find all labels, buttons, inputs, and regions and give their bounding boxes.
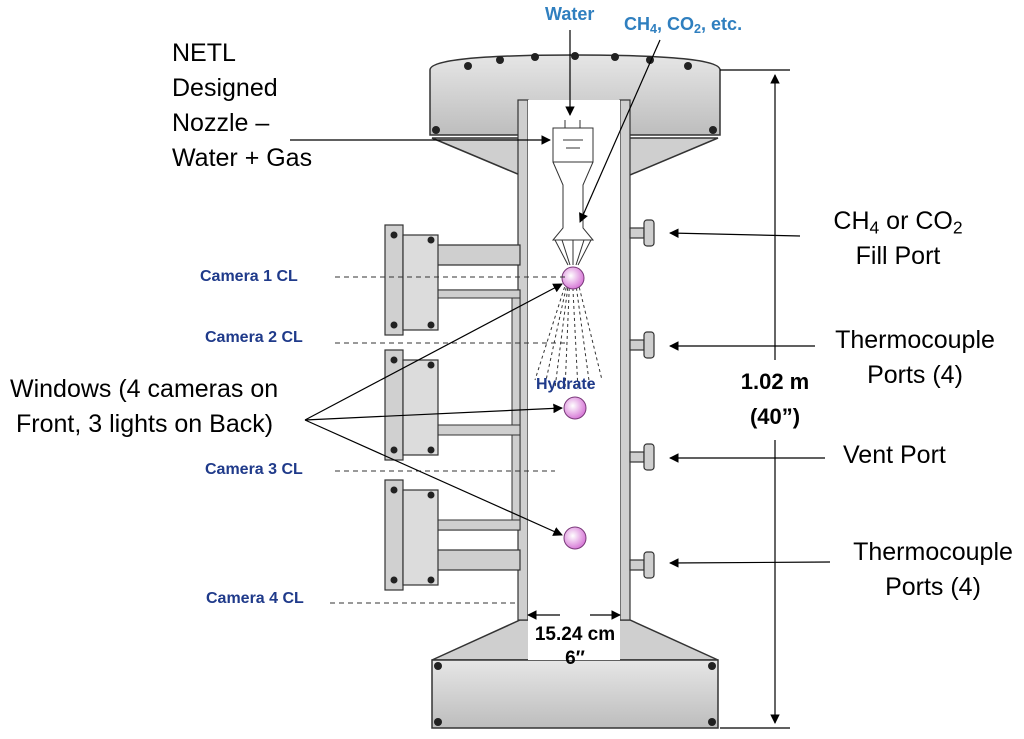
thermocouple-1-line2: Ports (4) (867, 361, 963, 389)
gas-inlet-label-sub1: 4 (650, 22, 658, 37)
height-dimension-label: 1.02 m (40”) (725, 364, 825, 434)
window-2 (563, 396, 587, 420)
fill-port-sub1: 4 (869, 217, 880, 238)
bottom-flange (431, 619, 719, 729)
vessel-body (517, 99, 631, 660)
windows-label-line1: Windows (4 cameras on (10, 375, 279, 403)
camera-3-label: Camera 3 CL (205, 461, 303, 478)
camera-ports (384, 224, 521, 591)
width-dimension-label: 15.24 cm 6″ (520, 623, 630, 671)
window-1 (561, 266, 585, 290)
width-inches: 6″ (565, 648, 585, 669)
windows-label-line2: Front, 3 lights on Back) (16, 410, 274, 438)
thermocouple-2-line2: Ports (4) (885, 573, 981, 601)
vent-port-label: Vent Port (843, 441, 946, 469)
nozzle (551, 120, 595, 266)
camera-2-label: Camera 2 CL (205, 329, 303, 346)
camera-1-label: Camera 1 CL (200, 268, 298, 285)
width-value: 15.24 cm (534, 624, 616, 645)
dimension-lines (527, 69, 790, 729)
top-flange (429, 52, 721, 176)
camera-4-label: Camera 4 CL (206, 590, 304, 607)
thermocouple-label-1: Thermocouple Ports (4) (820, 323, 1010, 393)
fill-port-sub2: 2 (952, 217, 963, 238)
nozzle-label-line: Designed (172, 74, 278, 102)
nozzle-label-line: Nozzle – (172, 109, 270, 137)
gas-inlet-label-post: , etc. (701, 14, 743, 34)
fill-port-label: CH4 or CO2 Fill Port (823, 204, 973, 274)
hydrate-label: Hydrate (536, 376, 596, 393)
camera-centerlines (330, 276, 565, 604)
windows-label: Windows (4 cameras on Front, 3 lights on… (10, 372, 278, 442)
windows (561, 266, 587, 550)
nozzle-label-line: NETL (172, 39, 236, 67)
thermocouple-label-2: Thermocouple Ports (4) (838, 535, 1024, 605)
gas-inlet-label: CH4, CO2, etc. (624, 14, 742, 35)
fill-port-pre: CH (833, 207, 870, 235)
gas-inlet-label-sub2: 2 (694, 22, 702, 37)
nozzle-label: NETL Designed Nozzle – Water + Gas (172, 36, 312, 176)
height-inches: (40”) (749, 404, 801, 429)
gas-inlet-label-pre: CH (624, 14, 650, 34)
height-value: 1.02 m (740, 369, 810, 394)
water-label: Water (545, 4, 595, 24)
fill-port-line2: Fill Port (855, 242, 941, 270)
right-ports (629, 219, 655, 579)
gas-inlet-label-mid: , CO (657, 14, 695, 34)
thermocouple-2-line1: Thermocouple (853, 538, 1013, 566)
spray-cone (534, 269, 603, 391)
fill-port-mid: or CO (879, 207, 953, 235)
nozzle-label-line: Water + Gas (172, 144, 313, 172)
leader-arrows (290, 30, 831, 568)
window-3 (563, 526, 587, 550)
thermocouple-1-line1: Thermocouple (835, 326, 995, 354)
